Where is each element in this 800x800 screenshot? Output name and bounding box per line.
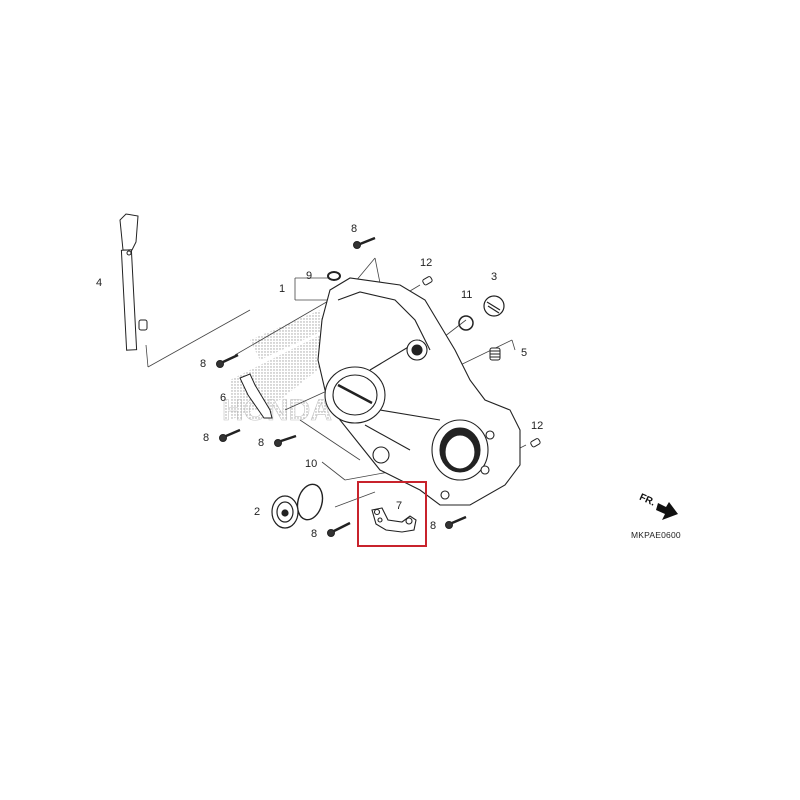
- callout-6: 6: [220, 392, 227, 404]
- bolt-bottom-left: [327, 521, 351, 537]
- callout-4: 4: [96, 277, 103, 289]
- callout-8: 8: [203, 432, 210, 444]
- callout-8: 8: [258, 437, 265, 449]
- callout-8: 8: [430, 520, 437, 532]
- honda-watermark: HONDA: [222, 310, 332, 427]
- svg-text:HONDA: HONDA: [222, 394, 332, 427]
- bolt-left-upper: [216, 353, 239, 368]
- part-10-o-ring: [296, 483, 324, 521]
- callout-2: 2: [254, 506, 261, 518]
- part-6-bracket: [239, 373, 273, 419]
- part-7-stay-plate: [371, 507, 417, 533]
- callout-7: 7: [396, 500, 403, 512]
- bolt-bottom-right: [445, 515, 467, 529]
- callout-8: 8: [351, 223, 358, 235]
- part-1-crankcase-cover: [317, 277, 521, 506]
- callout-10: 10: [305, 458, 318, 470]
- bolt-mid-lower: [274, 434, 297, 447]
- callout-12: 12: [420, 257, 433, 269]
- part-3-filler-cap: [483, 295, 505, 317]
- callout-9: 9: [306, 270, 313, 282]
- callout-3: 3: [491, 271, 498, 283]
- diagram-code: MKPAE0600: [631, 530, 681, 540]
- part-11-o-ring: [458, 315, 474, 331]
- part-4-shift-rod: [119, 213, 148, 351]
- highlight-box-part-7[interactable]: [357, 481, 427, 547]
- part-12-dowel-pins: [422, 276, 541, 448]
- part-8-bolts: [216, 236, 467, 537]
- callout-5: 5: [521, 347, 528, 359]
- callout-8: 8: [311, 528, 318, 540]
- callout-12: 12: [531, 420, 544, 432]
- part-9-oil-seal: [327, 271, 341, 281]
- callout-8: 8: [200, 358, 207, 370]
- front-direction-arrow: [656, 502, 678, 520]
- bolt-top: [353, 236, 376, 249]
- bolt-left-lower: [219, 428, 241, 442]
- part-5-spring: [489, 347, 501, 361]
- callout-1: 1: [279, 283, 286, 295]
- callout-11: 11: [461, 289, 473, 301]
- part-2-plug: [271, 495, 299, 529]
